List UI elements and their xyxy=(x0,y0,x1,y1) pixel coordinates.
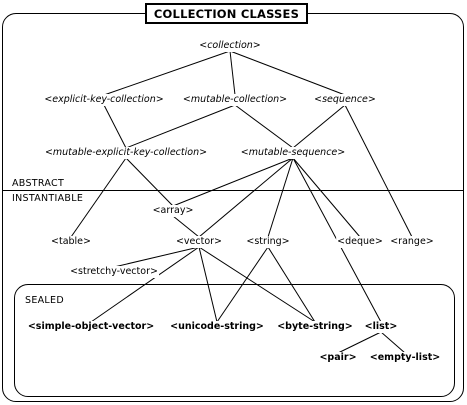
node-vector: <vector> xyxy=(174,236,224,248)
edge-mutable-sequence-to-array xyxy=(172,157,294,207)
edge-string-to-byte-string xyxy=(267,246,316,323)
node-array: <array> xyxy=(151,205,195,217)
node-stretchy-vector: <stretchy-vector> xyxy=(69,266,159,278)
node-pair: <pair> xyxy=(318,352,358,364)
diagram-title: COLLECTION CLASSES xyxy=(145,3,308,24)
edge-mutable-collection-to-mutable-explicit-key-collection xyxy=(125,104,236,149)
node-explicit-key-collection: <explicit-key-collection> xyxy=(43,94,165,106)
sealed-frame xyxy=(14,284,455,397)
edge-collection-to-explicit-key-collection xyxy=(103,50,231,96)
node-deque: <deque> xyxy=(336,236,384,248)
edge-mutable-explicit-key-collection-to-table xyxy=(70,157,127,238)
edge-sequence-to-mutable-sequence xyxy=(292,104,346,149)
edge-collection-to-sequence xyxy=(229,50,346,96)
node-simple-object-vector: <simple-object-vector> xyxy=(26,321,156,333)
edge-vector-to-stretchy-vector xyxy=(113,246,200,268)
node-unicode-string: <unicode-string> xyxy=(169,321,265,333)
edge-mutable-sequence-to-deque xyxy=(292,157,361,238)
node-list: <list> xyxy=(363,321,399,333)
node-empty-list: <empty-list> xyxy=(368,352,442,364)
section-label-abstract: ABSTRACT xyxy=(12,178,65,189)
edge-mutable-sequence-to-vector xyxy=(198,157,294,238)
node-mutable-collection: <mutable-collection> xyxy=(181,94,289,106)
edge-string-to-unicode-string xyxy=(216,246,269,323)
node-table: <table> xyxy=(50,236,92,248)
section-label-sealed: SEALED xyxy=(25,295,64,306)
node-mutable-explicit-key-collection: <mutable-explicit-key-collection> xyxy=(43,147,209,159)
edge-mutable-collection-to-mutable-sequence xyxy=(234,104,294,149)
edge-collection-to-mutable-collection xyxy=(229,50,236,96)
edge-vector-to-byte-string xyxy=(198,246,316,323)
abstract-instantiable-divider xyxy=(2,190,464,191)
node-mutable-sequence: <mutable-sequence> xyxy=(239,147,347,159)
edge-list-to-pair xyxy=(337,331,382,354)
section-label-instantiable: INSTANTIABLE xyxy=(12,193,84,204)
node-byte-string: <byte-string> xyxy=(276,321,354,333)
edge-list-to-empty-list xyxy=(380,331,406,354)
edge-array-to-vector xyxy=(172,215,200,238)
edge-vector-to-simple-object-vector xyxy=(90,246,200,323)
node-string: <string> xyxy=(245,236,291,248)
node-range: <range> xyxy=(389,236,435,248)
edge-mutable-explicit-key-collection-to-array xyxy=(125,157,174,207)
node-sequence: <sequence> xyxy=(313,94,377,106)
edge-mutable-sequence-to-string xyxy=(267,157,294,238)
edge-vector-to-unicode-string xyxy=(198,246,218,323)
edge-explicit-key-collection-to-mutable-explicit-key-collection xyxy=(103,104,127,149)
edge-sequence-to-range xyxy=(344,104,413,238)
node-collection: <collection> xyxy=(198,40,262,52)
